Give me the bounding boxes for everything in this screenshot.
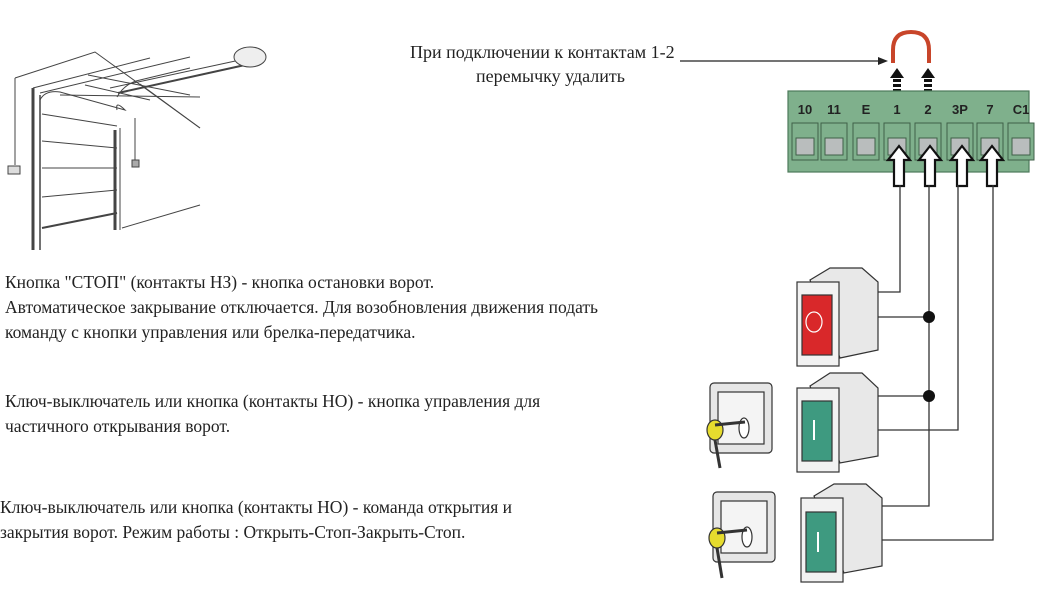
terminal-block: 10 11 E 1 2 3P 7 C1 — [787, 90, 1035, 188]
wiring — [873, 185, 994, 541]
open-close-description-line2: закрытия ворот. Режим работы : Открыть-С… — [0, 522, 466, 542]
terminal-1: 1 — [883, 102, 913, 188]
terminal-screw — [1011, 137, 1031, 156]
stop-description-line3: команду с кнопки управления или брелка-п… — [5, 322, 416, 342]
terminal-label: 3P — [952, 102, 968, 117]
partial-description-line2: частичного открывания ворот. — [5, 416, 231, 436]
wire-insert-arrow-icon — [916, 144, 944, 188]
terminal-e: E — [852, 102, 880, 161]
wire-insert-arrow-icon — [948, 144, 976, 188]
terminal-2: 2 — [914, 102, 944, 188]
jumper-wire — [891, 29, 931, 63]
junction-dot — [923, 311, 935, 323]
terminal-label: 2 — [924, 102, 931, 117]
jumper-note-line2: перемычку удалить — [476, 66, 626, 86]
terminal-label: 11 — [827, 102, 841, 117]
stop-description-line2: Автоматическое закрывание отключается. Д… — [5, 297, 599, 317]
terminal-label: 1 — [893, 102, 900, 117]
terminal-10: 10 — [791, 102, 819, 161]
wire-insert-arrow-icon — [978, 144, 1006, 188]
terminal-label: 10 — [798, 102, 812, 117]
terminal-screw — [795, 137, 815, 156]
terminal-c1: C1 — [1007, 102, 1035, 161]
terminal-3p: 3P — [946, 102, 976, 188]
terminal-11: 11 — [820, 102, 848, 161]
remove-arrow-icon — [890, 68, 935, 92]
key-switch-partial — [706, 382, 773, 469]
terminal-label: E — [862, 102, 871, 117]
open-close-button — [800, 483, 883, 583]
stop-description-line1: Кнопка "СТОП" (контакты НЗ) - кнопка ост… — [5, 272, 435, 292]
garage-door-illustration — [7, 46, 267, 250]
stop-button — [796, 267, 879, 367]
partial-open-button — [796, 372, 879, 473]
terminal-label: C1 — [1013, 102, 1030, 117]
key-switch-open-close — [708, 491, 776, 579]
terminal-screw — [856, 137, 876, 156]
partial-description-line1: Ключ-выключатель или кнопка (контакты НО… — [5, 391, 541, 411]
jumper-note-line1: При подключении к контактам 1-2 — [410, 42, 675, 62]
wire-insert-arrow-icon — [885, 144, 913, 188]
terminal-screw — [824, 137, 844, 156]
open-close-description-line1: Ключ-выключатель или кнопка (контакты НО… — [0, 497, 512, 517]
note-arrowhead — [878, 57, 888, 65]
junction-dot — [923, 390, 935, 402]
terminal-label: 7 — [986, 102, 993, 117]
terminal-7: 7 — [976, 102, 1006, 188]
